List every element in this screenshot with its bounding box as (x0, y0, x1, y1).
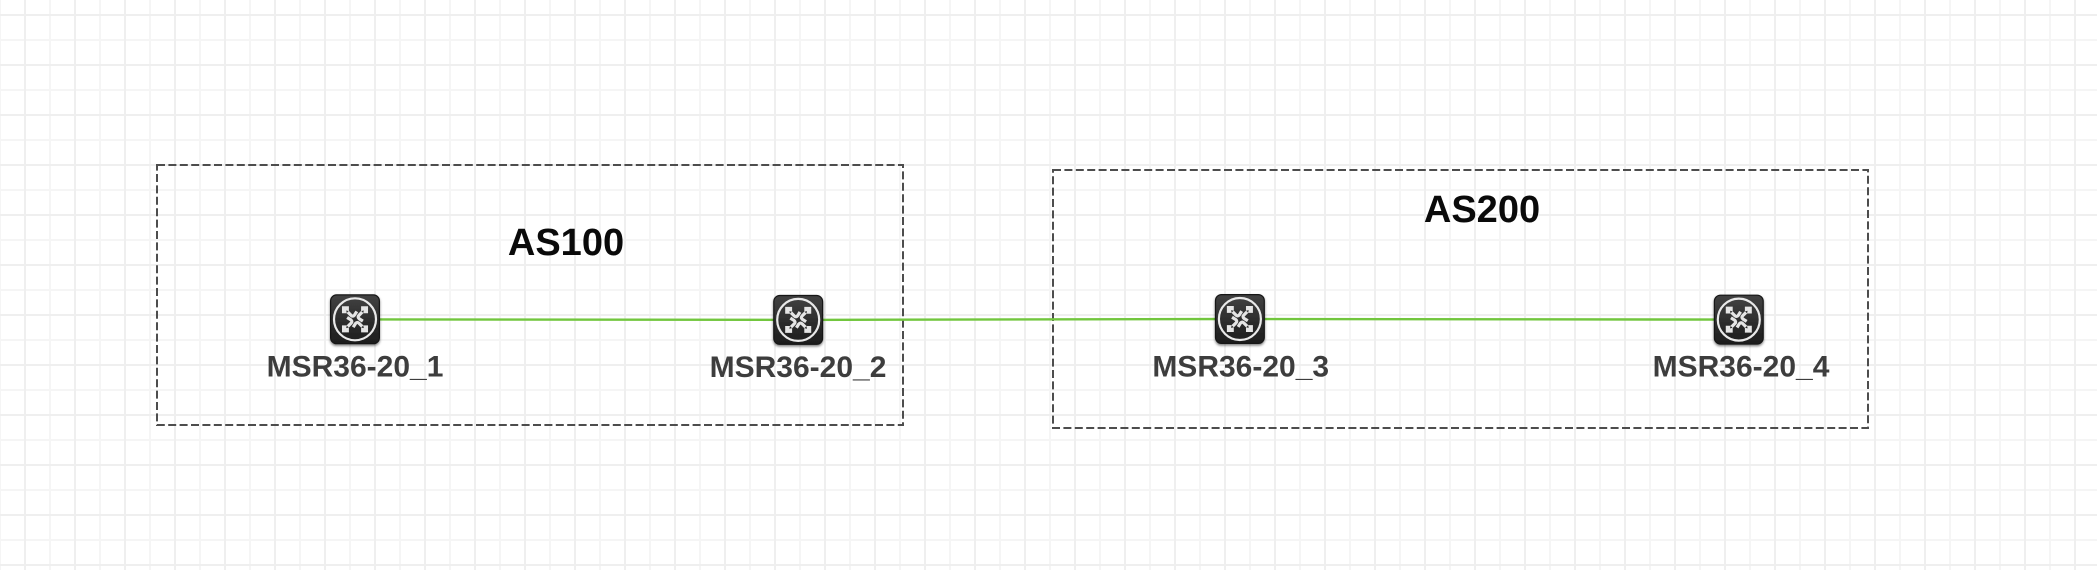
svg-text:AS200: AS200 (1424, 189, 1540, 231)
svg-text:MSR36-20_4: MSR36-20_4 (1653, 351, 1830, 384)
svg-text:AS100: AS100 (508, 222, 624, 264)
svg-text:MSR36-20_3: MSR36-20_3 (1152, 351, 1329, 384)
svg-text:MSR36-20_1: MSR36-20_1 (267, 351, 444, 384)
svg-text:MSR36-20_2: MSR36-20_2 (710, 351, 887, 384)
